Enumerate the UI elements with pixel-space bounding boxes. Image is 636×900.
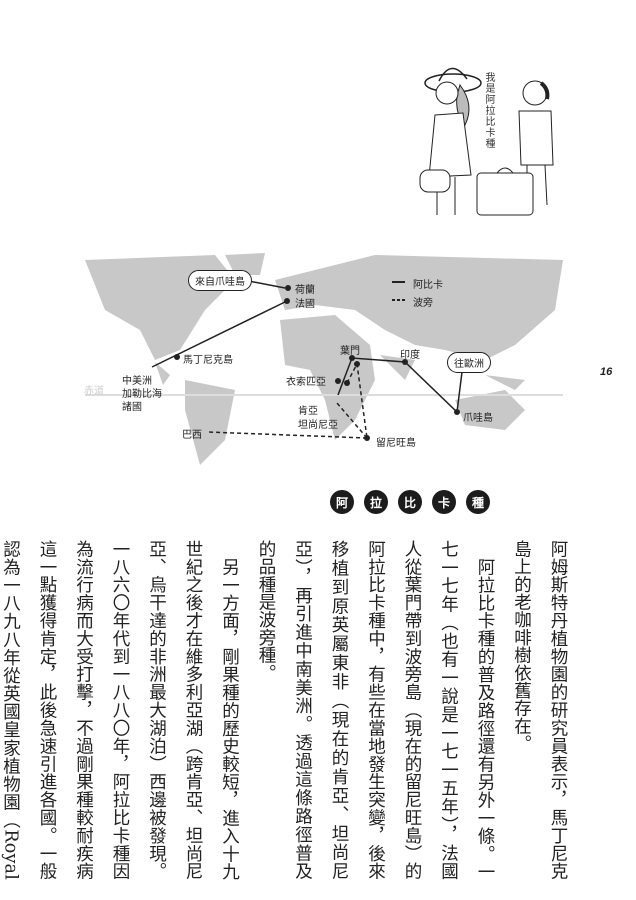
label-countries: 諸國 xyxy=(122,402,142,413)
title-char: 拉 xyxy=(364,490,388,514)
route-dots xyxy=(174,285,460,441)
label-central-america: 中美洲 xyxy=(122,376,152,387)
body-text: 阿姆斯特丹植物園的研究員表示，馬丁尼克島上的老咖啡樹依舊存在。 阿拉比卡種的普及… xyxy=(1,540,576,880)
legend-bourbon: 波旁 xyxy=(413,298,433,309)
bubble-from-java: 來自爪哇島 xyxy=(188,270,252,291)
title-char: 比 xyxy=(398,490,422,514)
label-india: 印度 xyxy=(400,350,420,361)
label-kenya: 肯亞 xyxy=(298,406,318,417)
page-number: 16 xyxy=(600,366,613,378)
paragraph: 阿姆斯特丹植物園的研究員表示，馬丁尼克島上的老咖啡樹依舊存在。 xyxy=(511,540,569,880)
bubble-to-europe: 往歐洲 xyxy=(447,352,491,373)
world-map xyxy=(85,253,563,465)
label-brazil: 巴西 xyxy=(182,430,202,441)
label-java: 爪哇島 xyxy=(463,413,493,424)
label-equator: 赤道 xyxy=(84,386,104,397)
continents xyxy=(85,253,563,465)
label-martinique: 馬丁尼克島 xyxy=(183,355,233,366)
title-char: 阿 xyxy=(330,490,354,514)
label-netherlands: 荷蘭 xyxy=(295,285,315,296)
label-reunion: 留尼旺島 xyxy=(376,438,416,449)
label-caribbean: 加勒比海 xyxy=(122,389,162,400)
speech-text: 我是阿拉比卡種 xyxy=(483,72,494,149)
label-yemen: 葉門 xyxy=(340,346,360,357)
label-tanzania: 坦尚尼亞 xyxy=(298,420,338,431)
label-france: 法國 xyxy=(295,299,315,310)
illustration-woman-man-suitcase xyxy=(419,67,554,216)
title-char: 卡 xyxy=(432,490,456,514)
title-char: 種 xyxy=(466,490,490,514)
section-title: 阿 拉 比 卡 種 xyxy=(330,490,490,514)
paragraph: 另一方面，剛果種的歷史較短，進入十九世紀之後才在維多利亞湖（跨肯亞、坦尚尼亞、烏… xyxy=(0,540,240,880)
legend-arabica: 阿比卡 xyxy=(413,280,443,291)
label-ethiopia: 衣索匹亞 xyxy=(286,377,326,388)
paragraph: 阿拉比卡種的普及路徑還有另外一條。一七一七年（也有一說是一七一五年），法國人從葉… xyxy=(256,540,495,880)
